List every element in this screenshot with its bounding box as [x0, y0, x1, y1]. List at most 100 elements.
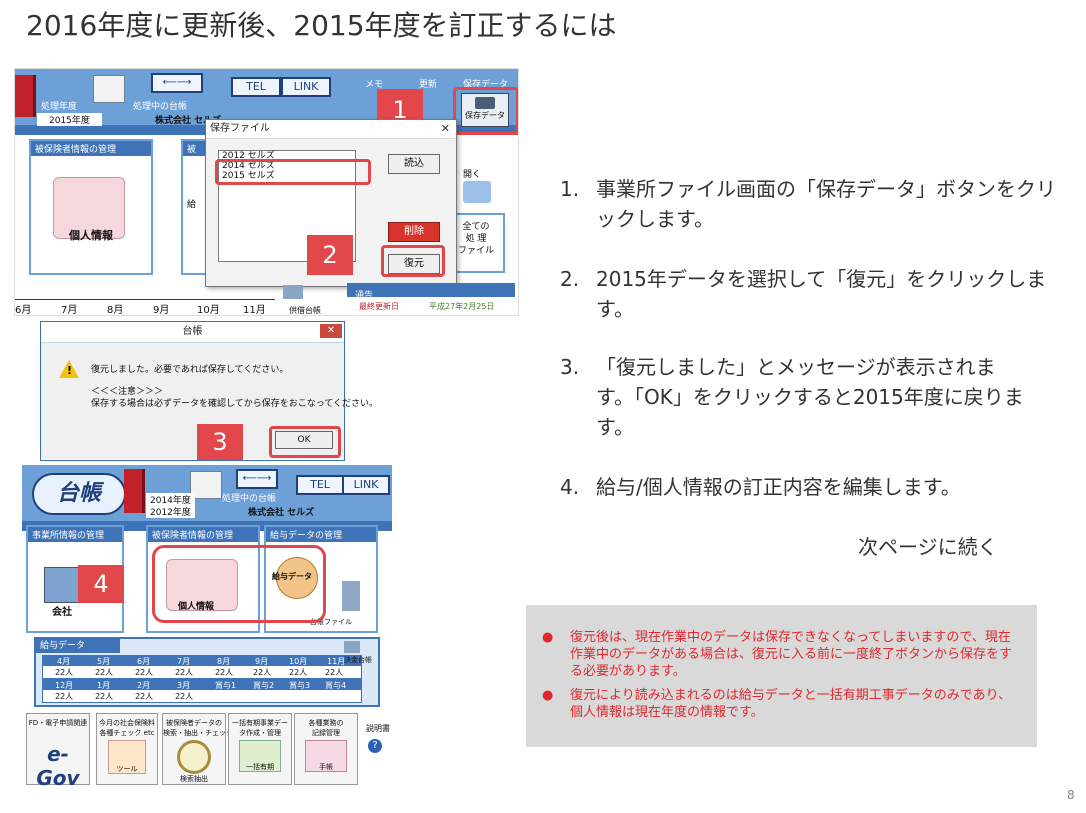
save-file-dialog: 保存ファイル ✕ 2012 セルズ 2014 セルズ 2015 セルズ 読込 削… [205, 119, 457, 287]
list-item[interactable]: 2012 セルズ [222, 151, 275, 161]
delete-button[interactable]: 削除 [388, 222, 440, 242]
close-icon[interactable]: ✕ [440, 122, 450, 135]
step-3: 3.「復元しました」とメッセージが表示されます。「OK」をクリックすると2015… [560, 355, 1024, 439]
highlight-save-button [453, 87, 518, 135]
message-line-3: 保存する場合は必ずデータを確認してから保存をおこなってください。 [91, 399, 379, 409]
slide-title: 2016年度に更新後、2015年度を訂正するには [26, 9, 617, 42]
warning-icon [59, 360, 79, 378]
ledger-small-label: 決金台帳 [344, 656, 372, 664]
continue-text: 次ページに続く [858, 535, 998, 559]
calendar-icon[interactable] [190, 471, 222, 499]
book-icon [124, 469, 145, 513]
load-button[interactable]: 読込 [388, 154, 440, 174]
message-line-2: ＜＜＜注意＞＞＞ [91, 387, 164, 397]
ledger-label: 処理中の台帳 [133, 102, 188, 112]
briefcase-icon [475, 97, 495, 109]
personal-info-icon[interactable] [166, 559, 238, 611]
company-name: 株式会社 セルズ [155, 116, 222, 126]
book-icon [15, 75, 36, 117]
save-data-button[interactable]: 保存データ [461, 93, 509, 127]
building-icon[interactable] [44, 567, 84, 603]
month-cell[interactable]: 1月 [97, 681, 111, 690]
month-cell[interactable]: 3月 [177, 681, 191, 690]
month-cell[interactable]: 10月 [197, 305, 220, 316]
month-cell[interactable]: 11月 [327, 657, 346, 666]
month-cell[interactable]: 5月 [97, 657, 111, 666]
switch-arrows-button[interactable]: ⟵⟶ [236, 469, 278, 489]
link-button[interactable]: LINK [342, 475, 390, 495]
app-button-notebook[interactable]: 各種業務の 記録管理 手帳 [294, 713, 358, 785]
list-item[interactable]: 2015 セルズ [222, 171, 275, 181]
restore-button[interactable]: 復元 [388, 254, 440, 274]
month-cell[interactable]: 賞与3 [289, 681, 311, 690]
app-button-tools[interactable]: 今月の社会保険料 各種チェック etc ツール [96, 713, 158, 785]
salary-grid-header: 給与データ [36, 639, 120, 653]
month-cell[interactable]: 12月 [55, 681, 74, 690]
list-item[interactable]: 2014 セルズ [222, 161, 275, 171]
month-cell[interactable]: 10月 [289, 657, 308, 666]
calendar-icon[interactable] [93, 75, 125, 103]
personal-info-icon[interactable] [53, 177, 125, 239]
month-cell[interactable]: 6月 [137, 657, 151, 666]
menu-update[interactable]: 更新 [419, 80, 438, 90]
month-cell[interactable]: 8月 [107, 305, 124, 316]
salary-row-1: 4月 5月 6月 7月 8月 9月 10月 11月 22人 22人 22人 22… [42, 655, 362, 679]
shovel-icon [239, 740, 281, 772]
salary-data-icon[interactable] [276, 557, 318, 599]
notice-bar: 通告 [347, 283, 515, 301]
month-cell[interactable]: 7月 [61, 305, 78, 316]
month-cell[interactable]: 賞与1 [215, 681, 237, 690]
personal-info-label: 個人情報 [178, 602, 215, 612]
panel-salary: 給与データの管理 給与データ 台帳ファイル [264, 525, 378, 633]
year-value-2: 2012年度 [146, 505, 195, 518]
help-icon[interactable]: ? [368, 739, 382, 753]
close-icon[interactable]: ✕ [320, 324, 342, 338]
month-cell[interactable]: 賞与2 [253, 681, 275, 690]
month-cell[interactable]: 8月 [217, 657, 231, 666]
month-cell[interactable]: 11月 [243, 305, 266, 316]
panel-insured: 被保険者情報の管理 個人情報 [146, 525, 260, 633]
step-badge-3: 3 [197, 424, 243, 460]
menu-memo[interactable]: メモ [365, 80, 384, 90]
ok-button[interactable]: OK [275, 431, 333, 449]
salary-row-2: 12月 1月 2月 3月 賞与1 賞与2 賞与3 賞与4 22人 22人 22人… [42, 679, 362, 703]
last-update-value: 平成27年2月25日 [429, 302, 495, 311]
dialog-title: 保存ファイル [206, 120, 456, 139]
year-value-1: 2014年度 [146, 493, 195, 506]
tel-button[interactable]: TEL [296, 475, 344, 495]
month-cell[interactable]: 賞与4 [325, 681, 347, 690]
highlight-restore-button [381, 245, 445, 277]
step-badge-4: 4 [78, 565, 124, 603]
app-button-bulk[interactable]: 一括有期事業デー タ作成・管理 一括有期 [228, 713, 292, 785]
fiscal-year-label: 処理年度 [41, 102, 78, 112]
screenshot-restore-message: 台帳 ✕ ! 復元しました。必要であれば保存してください。 ＜＜＜注意＞＞＞ 保… [40, 321, 378, 461]
magnifier-icon [177, 740, 211, 774]
step-2: 2.2015年データを選択して「復元」をクリックします。 [560, 267, 1047, 321]
month-cell[interactable]: 9月 [153, 305, 170, 316]
manual-label: 説明書 [366, 724, 390, 733]
screenshot-save-file-dialog: ⟵⟶ TEL LINK 処理年度 2015年度 処理中の台帳 株式会社 セルズ … [14, 68, 519, 316]
folder-icon[interactable] [463, 181, 491, 203]
menu-saved-data[interactable]: 保存データ [463, 80, 509, 90]
month-cell[interactable]: 6月 [15, 305, 32, 316]
personal-info-label: 個人情報 [69, 229, 113, 242]
step-4: 4.給与/個人情報の訂正内容を編集します。 [560, 475, 961, 499]
month-cell[interactable]: 7月 [177, 657, 191, 666]
step-1: 1.事業所ファイル画面の「保存データ」ボタンをクリックします。 [560, 177, 1056, 231]
ledger-small-icon [344, 641, 360, 653]
egov-logo: e-Gov [36, 742, 80, 788]
ledger-small-icon [283, 285, 303, 299]
tel-button[interactable]: TEL [231, 77, 281, 97]
app-logo: 台帳 [32, 473, 126, 515]
app-button-egov[interactable]: FD・電子申請関連 e-Gov [26, 713, 90, 788]
month-cell[interactable]: 2月 [137, 681, 151, 690]
month-cell[interactable]: 4月 [57, 657, 71, 666]
month-cell[interactable]: 9月 [255, 657, 269, 666]
open-label: 開く [463, 170, 482, 180]
notebook-icon [305, 740, 347, 772]
link-button[interactable]: LINK [281, 77, 331, 97]
switch-arrows-button[interactable]: ⟵⟶ [151, 73, 203, 93]
app-button-search[interactable]: 被保険者データの 検索・抽出・チェック 検索抽出 [162, 713, 233, 785]
ledger-small-label: 供借台帳 [289, 306, 321, 315]
note-item: ●復元後は、現在作業中のデータは保存できなくなってしまいますので、現在作業中のデ… [542, 630, 1013, 679]
